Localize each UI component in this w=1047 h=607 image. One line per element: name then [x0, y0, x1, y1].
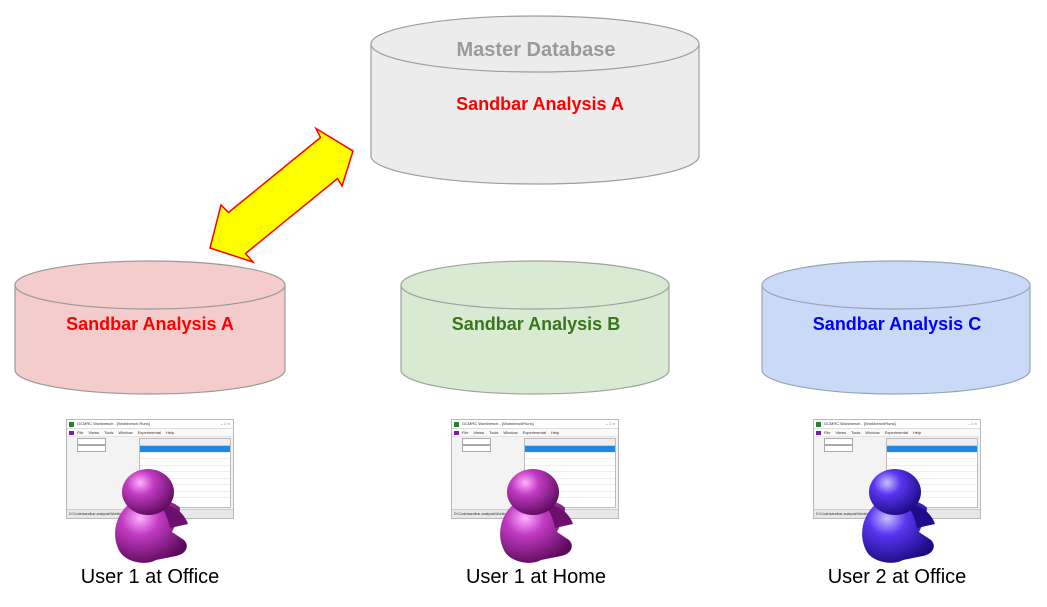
- user-label-1: User 1 at Office: [80, 566, 220, 588]
- app-window-title: GCMRC Workbench - [WorkbenchRuns]: [462, 421, 534, 426]
- window-controls-icon: – □ ×: [605, 421, 615, 426]
- user-label-3: User 2 at Office: [827, 566, 967, 588]
- app-icon: [69, 421, 74, 427]
- app-runs-grid: [524, 438, 616, 508]
- database-label-a: Sandbar Analysis A: [66, 314, 234, 334]
- master-database-subtitle: Sandbar Analysis A: [456, 94, 624, 114]
- user-label-2: User 1 at Home: [465, 566, 607, 588]
- database-cylinder-b: Sandbar Analysis B: [400, 260, 670, 395]
- app-window-title: GCMRC Workbench - [WorkbenchRuns]: [824, 421, 896, 426]
- window-controls-icon: – □ ×: [220, 421, 230, 426]
- window-controls-icon: – □ ×: [967, 421, 977, 426]
- master-database-cylinder: Master Database Sandbar Analysis A: [370, 15, 700, 185]
- master-database-title: Master Database: [457, 39, 616, 61]
- app-window-title: GCMRC Workbench - [Workbench.Runs]: [77, 421, 150, 426]
- database-cylinder-a: Sandbar Analysis A: [14, 260, 286, 395]
- sync-arrow: [209, 126, 354, 264]
- app-icon: [454, 421, 459, 427]
- user-figure-icon-2: [500, 469, 573, 563]
- user-figure-icon-1: [115, 469, 188, 563]
- database-label-b: Sandbar Analysis B: [452, 314, 620, 334]
- database-cylinder-c: Sandbar Analysis C: [761, 260, 1031, 395]
- app-icon: [816, 421, 821, 427]
- user-figure-icon-3: [862, 469, 935, 563]
- database-label-c: Sandbar Analysis C: [813, 314, 981, 334]
